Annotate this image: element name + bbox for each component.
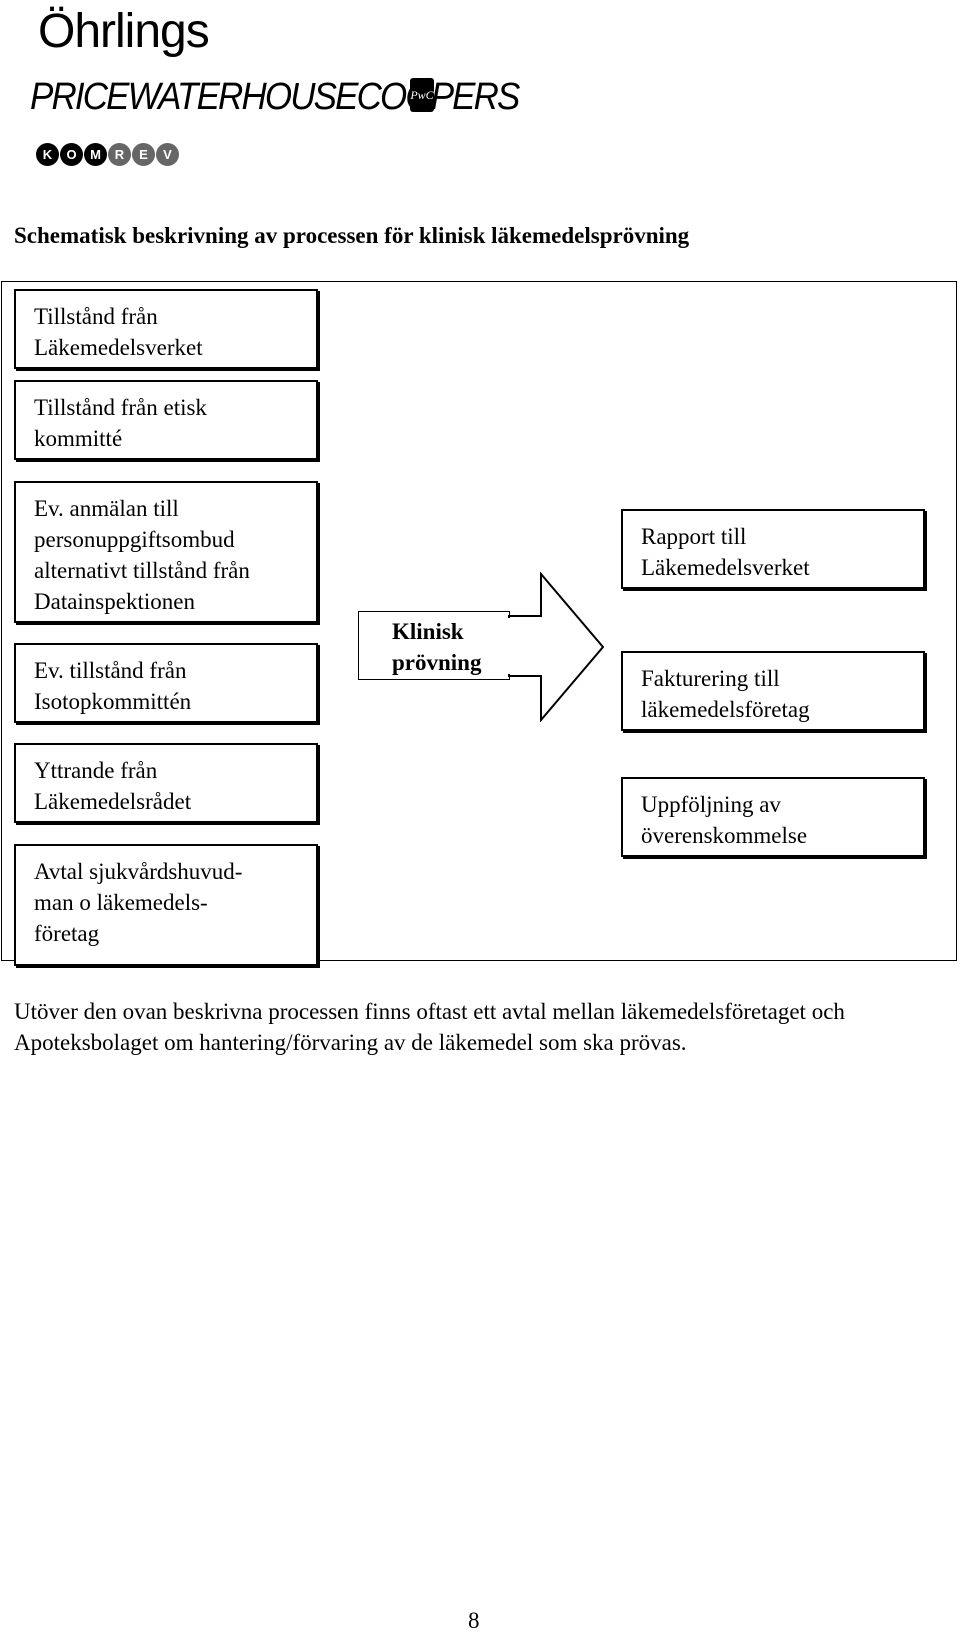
box-label: Uppföljning av överenskommelse [641, 792, 808, 848]
arrow-shape [508, 572, 604, 722]
komrev-letter: O [60, 143, 83, 166]
box-label: Ev. tillstånd från Isotopkommittén [34, 658, 192, 714]
box-lakemedelsverket-permit: Tillstånd från Läkemedelsverket [14, 289, 318, 369]
box-agreement: Avtal sjukvårdshuvud- man o läkemedels- … [14, 844, 318, 966]
komrev-letter: V [156, 143, 179, 166]
box-invoicing: Fakturering till läkemedelsföretag [621, 651, 925, 731]
komrev-letter: K [36, 143, 59, 166]
komrev-letter: E [132, 143, 155, 166]
box-follow-up: Uppföljning av överenskommelse [621, 777, 925, 857]
box-label: Klinisk prövning [392, 619, 482, 675]
box-label: Yttrande från Läkemedelsrådet [34, 758, 192, 814]
box-ethics-committee-permit: Tillstånd från etisk kommitté [14, 380, 318, 460]
komrev-logo: K O M R E V [36, 143, 179, 166]
page-number: 8 [468, 1608, 480, 1633]
box-label: Tillstånd från Läkemedelsverket [34, 304, 203, 360]
box-label: Rapport till Läkemedelsverket [641, 524, 810, 580]
komrev-letter: R [108, 143, 131, 166]
ohrlings-logo: Öhrlings [38, 5, 210, 58]
body-paragraph: Utöver den ovan beskrivna processen finn… [14, 999, 845, 1055]
process-arrow-icon [508, 572, 604, 722]
pricewaterhousecoopers-logo: PRICEWATERHOUSECOOPERS [30, 76, 520, 118]
pwc-seal-icon: PwC [410, 78, 434, 112]
box-drug-council-statement: Yttrande från Läkemedelsrådet [14, 743, 318, 823]
box-personal-data-notification: Ev. anmälan till personuppgiftsombud alt… [14, 481, 318, 623]
diagram-frame [1, 281, 957, 961]
box-clinical-trial: Klinisk prövning [358, 611, 510, 680]
komrev-letter: M [84, 143, 107, 166]
box-label: Tillstånd från etisk kommitté [34, 395, 207, 451]
box-label: Avtal sjukvårdshuvud- man o läkemedels- … [34, 859, 243, 946]
box-isotope-committee-permit: Ev. tillstånd från Isotopkommittén [14, 643, 318, 723]
box-label: Ev. anmälan till personuppgiftsombud alt… [34, 496, 250, 614]
box-report: Rapport till Läkemedelsverket [621, 509, 925, 589]
page-title: Schematisk beskrivning av processen för … [14, 223, 690, 248]
box-label: Fakturering till läkemedelsföretag [641, 666, 810, 722]
